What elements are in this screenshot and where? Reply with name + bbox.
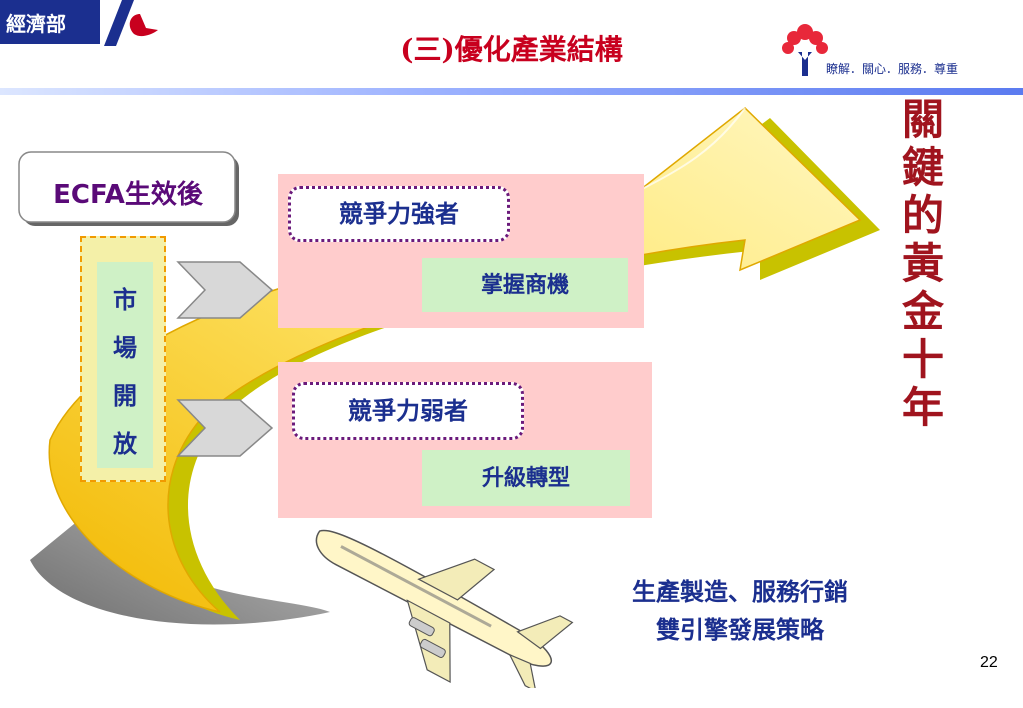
- page-number: 22: [980, 654, 998, 671]
- market-char: 場: [113, 333, 137, 362]
- header-divider: [0, 88, 1023, 95]
- golden-decade-char: 年: [901, 383, 944, 432]
- strong-action: 掌握商機: [422, 258, 628, 312]
- org-name: 經濟部: [6, 12, 66, 36]
- moea-flower-logo-icon: [782, 24, 828, 76]
- golden-decade-char: 的: [901, 191, 944, 240]
- moea-logo: [0, 0, 100, 44]
- golden-decade-text: 關 鍵 的 黃 金 十 年: [888, 96, 958, 432]
- ecfa-label-frame: [18, 151, 239, 226]
- ecfa-label: ECFA生效後: [53, 180, 203, 210]
- moea-logo-mark-icon: [104, 0, 158, 46]
- market-char: 開: [113, 381, 137, 410]
- golden-decade-char: 黃: [901, 239, 944, 288]
- golden-decade-char: 關: [901, 95, 944, 144]
- golden-decade-char: 十: [901, 335, 944, 384]
- market-char: 市: [113, 285, 137, 314]
- weak-action: 升級轉型: [422, 450, 630, 506]
- market-opening-inner: 市 場 開 放: [97, 262, 153, 468]
- strong-label: 競爭力強者: [288, 186, 510, 242]
- golden-decade-char: 鍵: [901, 143, 944, 192]
- airplane-icon: [315, 529, 574, 688]
- slogan: 瞭解．關心．服務．尊重: [826, 62, 959, 76]
- weak-label: 競爭力弱者: [292, 382, 524, 440]
- strategy-line-2: 雙引擎發展策略: [656, 615, 824, 644]
- strategy-line-1: 生產製造、服務行銷: [632, 577, 848, 606]
- golden-decade-char: 金: [901, 287, 944, 336]
- page-title: (三)優化產業結構: [400, 33, 623, 66]
- market-char: 放: [113, 429, 137, 458]
